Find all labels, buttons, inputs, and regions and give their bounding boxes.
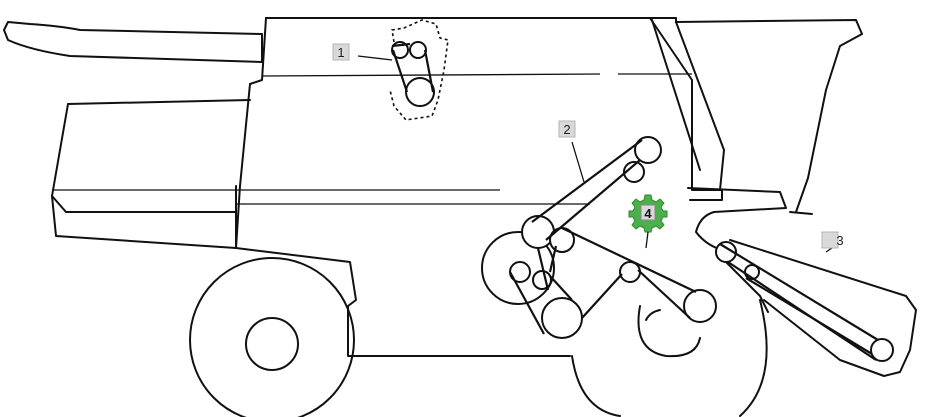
rear-wheel (571, 299, 768, 417)
callout-1: 1 (332, 43, 350, 61)
callout-3: 3 (821, 231, 844, 249)
grain-tank (249, 17, 863, 213)
engine-drive-belt (357, 19, 449, 121)
callout-2: 2 (558, 120, 576, 138)
main-drive-belt (481, 136, 717, 358)
chassis (235, 187, 813, 357)
front-wheel (189, 257, 355, 417)
svg-text:3: 3 (836, 233, 843, 248)
callout-4[interactable]: 4 (628, 194, 668, 249)
svg-text:1: 1 (337, 45, 344, 60)
cab (51, 83, 590, 249)
svg-text:2: 2 (563, 122, 570, 137)
chopper-drive-belt (715, 241, 894, 362)
svg-text:4: 4 (644, 206, 652, 221)
unloading-auger (3, 21, 263, 63)
rear-housing (729, 239, 917, 377)
